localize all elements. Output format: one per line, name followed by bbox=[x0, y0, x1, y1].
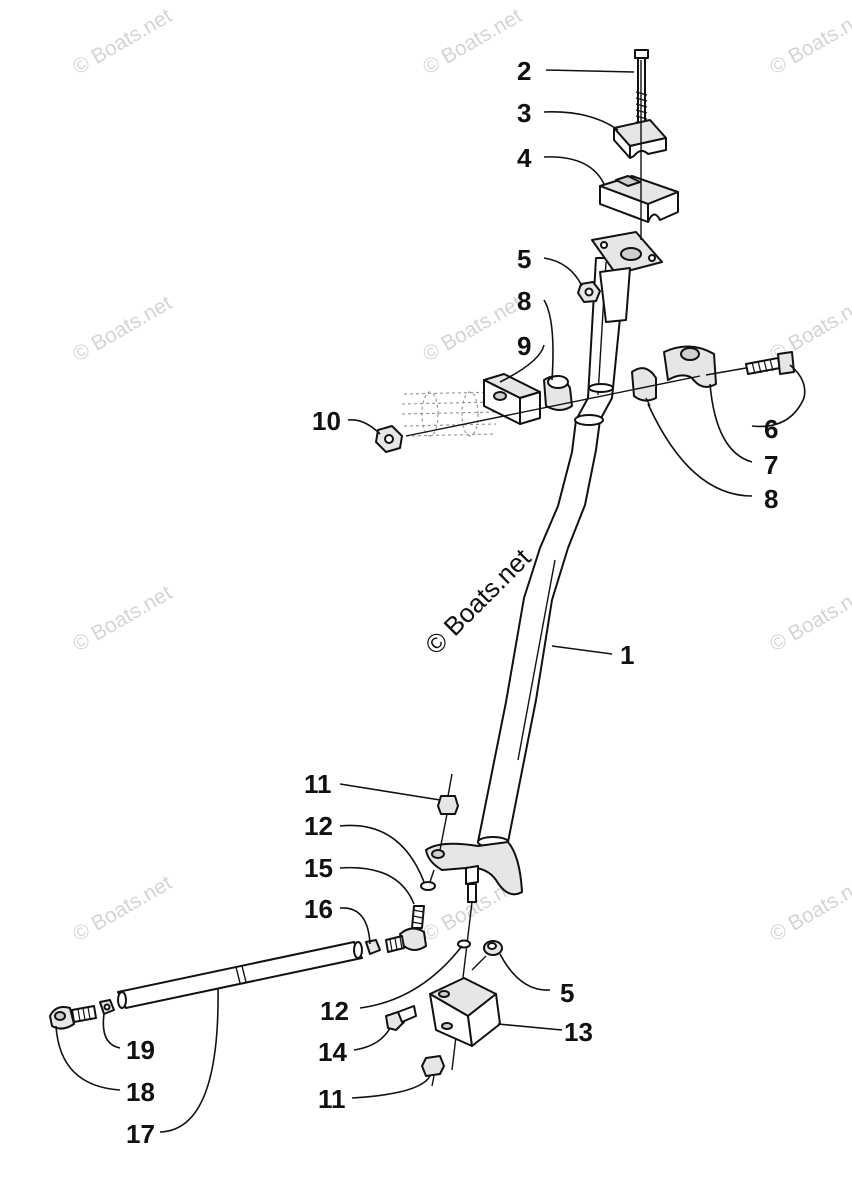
axis-lines bbox=[405, 60, 747, 437]
callout-2: 2 bbox=[517, 56, 531, 86]
nut-11-upper bbox=[437, 773, 459, 851]
callout-10: 10 bbox=[312, 406, 341, 436]
watermarks: © Boats.net © Boats.net © Boats.net © Bo… bbox=[69, 4, 852, 946]
watermark: © Boats.net bbox=[419, 4, 526, 79]
washer-12-upper bbox=[420, 869, 436, 891]
callout-6: 6 bbox=[764, 414, 778, 444]
callout-14: 14 bbox=[318, 1037, 347, 1067]
callout-17: 17 bbox=[126, 1119, 155, 1149]
watermark: © Boats.net bbox=[69, 581, 176, 656]
bolt-15 bbox=[411, 905, 425, 929]
nut-10 bbox=[375, 425, 403, 453]
clamp-block-9 bbox=[483, 373, 541, 425]
nut-11-lower bbox=[421, 1055, 445, 1087]
tie-rod-17 bbox=[117, 941, 363, 1009]
clamp-8-right bbox=[631, 367, 657, 407]
bracket-4 bbox=[599, 175, 679, 223]
bushing-5-lower bbox=[471, 940, 503, 971]
bracket-13 bbox=[429, 977, 501, 1047]
steering-post bbox=[477, 257, 627, 848]
callout-11: 11 bbox=[318, 1084, 346, 1114]
bolt-6 bbox=[745, 351, 795, 375]
callout-5: 5 bbox=[517, 244, 531, 274]
callout-15: 15 bbox=[304, 853, 333, 883]
top-flange bbox=[591, 231, 663, 323]
callout-1: 1 bbox=[620, 640, 634, 670]
steering-arm bbox=[425, 841, 523, 903]
bolt-14 bbox=[385, 1005, 417, 1031]
callout-labels: 2 3 4 5 8 9 10 6 7 8 1 11 12 15 16 5 12 … bbox=[126, 56, 778, 1149]
callout-4: 4 bbox=[517, 143, 532, 173]
callout-5: 5 bbox=[560, 978, 574, 1008]
leader-lines bbox=[55, 69, 806, 1133]
callout-7: 7 bbox=[764, 450, 778, 480]
watermark: © Boats.net bbox=[419, 291, 526, 366]
watermark: © Boats.net bbox=[69, 871, 176, 946]
cap-3 bbox=[613, 119, 667, 159]
ball-joint-16 bbox=[365, 927, 427, 955]
watermark: © Boats.net bbox=[766, 581, 852, 656]
callout-16: 16 bbox=[304, 894, 333, 924]
callout-11: 11 bbox=[304, 769, 332, 799]
nut-5-upper bbox=[577, 281, 601, 303]
rod-end-18 bbox=[49, 1005, 97, 1030]
watermark: © Boats.net bbox=[69, 291, 176, 366]
clamp-7 bbox=[663, 345, 717, 388]
callout-12: 12 bbox=[320, 996, 349, 1026]
callout-3: 3 bbox=[517, 98, 531, 128]
callout-8: 8 bbox=[764, 484, 778, 514]
watermark: © Boats.net bbox=[766, 871, 852, 946]
callout-18: 18 bbox=[126, 1077, 155, 1107]
watermark: © Boats.net bbox=[69, 4, 176, 79]
watermark: © Boats.net bbox=[766, 4, 852, 79]
clamp-8-left bbox=[543, 375, 573, 411]
jam-nut-19 bbox=[99, 999, 115, 1015]
callout-9: 9 bbox=[517, 331, 531, 361]
callout-13: 13 bbox=[564, 1017, 593, 1047]
callout-8: 8 bbox=[517, 286, 531, 316]
callout-19: 19 bbox=[126, 1035, 155, 1065]
callout-12: 12 bbox=[304, 811, 333, 841]
